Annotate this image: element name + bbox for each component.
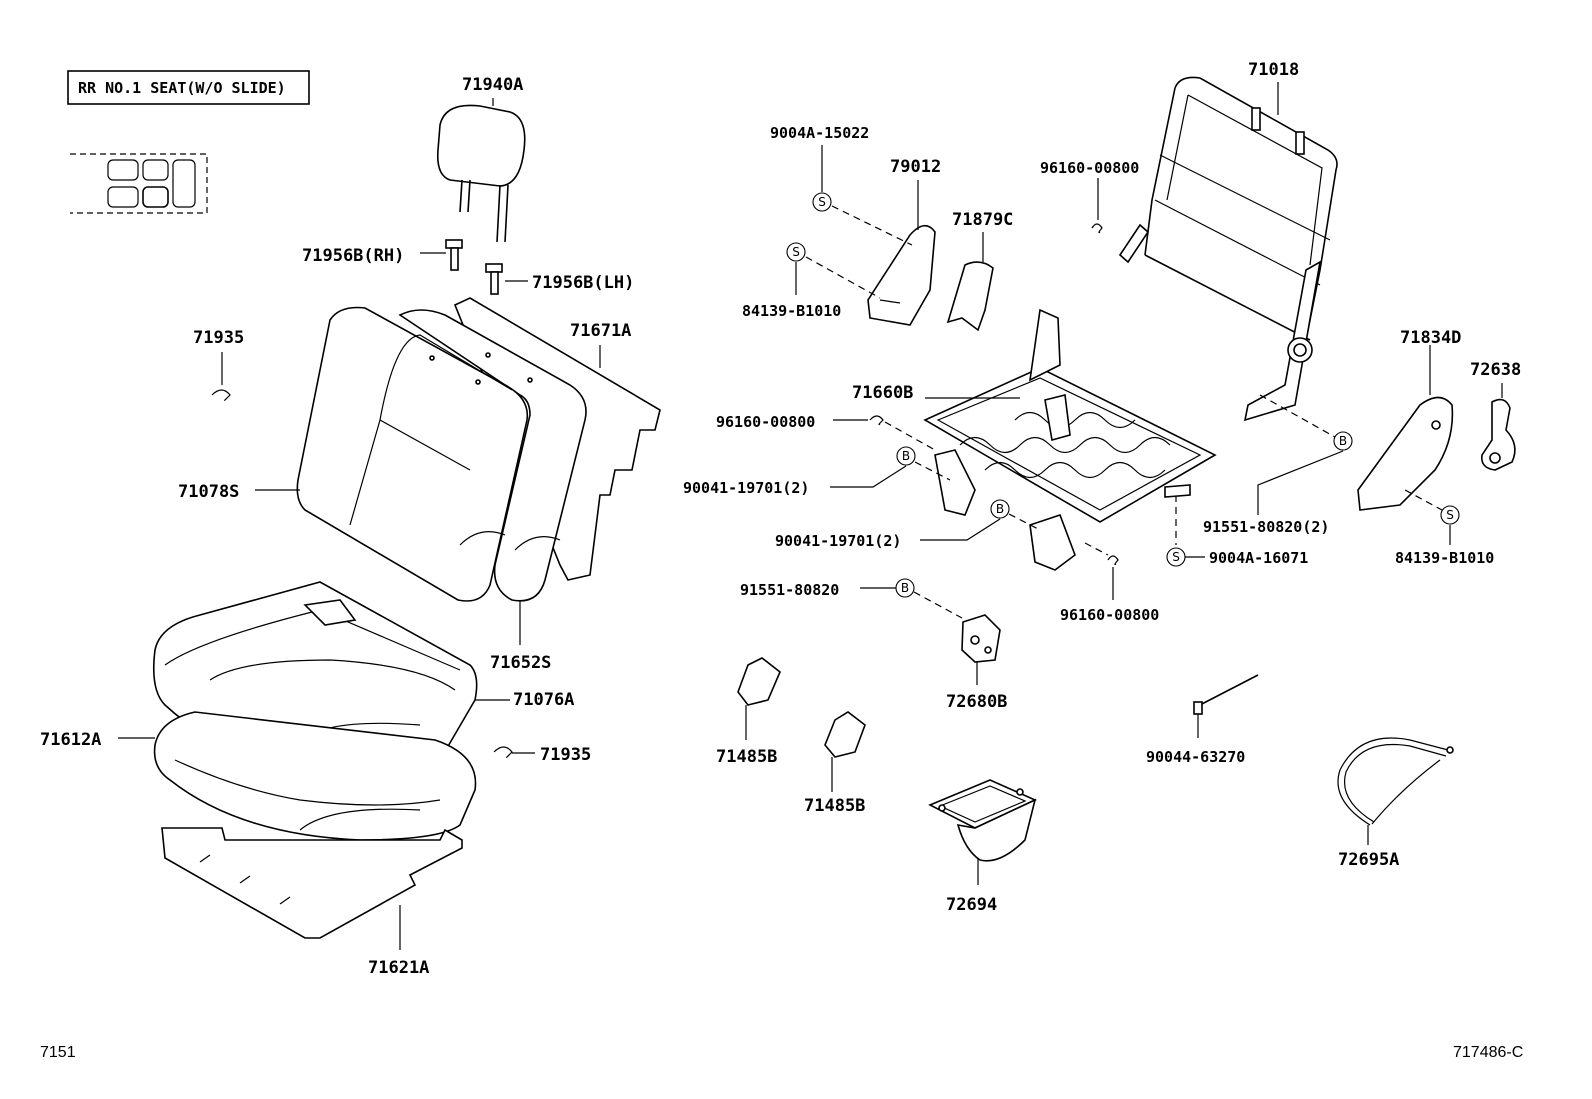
label-96160-00800-c: 96160-00800 [1060, 606, 1159, 624]
screw-84139-B1010-b: S [1404, 489, 1460, 545]
label-71660B: 71660B [852, 383, 913, 403]
label-90044-63270: 90044-63270 [1146, 748, 1245, 766]
label-71076A: 71076A [513, 690, 574, 710]
svg-text:S: S [792, 245, 800, 259]
seat-cushion-frame [923, 308, 1217, 571]
screw-9004A-15022: S [812, 145, 913, 246]
label-71935-a: 71935 [193, 328, 244, 348]
recliner-cover-71834D [1357, 345, 1454, 511]
label-71485B-b: 71485B [804, 796, 865, 816]
bolt-91551: B [860, 578, 963, 619]
label-71485B-a: 71485B [716, 747, 777, 767]
svg-text:B: B [1339, 434, 1347, 448]
tray-72694 [928, 779, 1037, 885]
cover-71485B-a [737, 657, 781, 740]
footer-left-code: 7151 [40, 1044, 76, 1061]
label-79012: 79012 [890, 157, 941, 177]
svg-text:S: S [1446, 508, 1454, 522]
label-71935-b: 71935 [540, 745, 591, 765]
svg-text:S: S [1172, 550, 1180, 564]
label-91551-80820-2: 91551-80820(2) [1203, 518, 1329, 536]
label-91551-80820: 91551-80820 [740, 581, 839, 599]
label-71078S: 71078S [178, 482, 239, 502]
seat-layout-icon [70, 153, 208, 214]
footer-right-code: 717486-C [1453, 1044, 1523, 1061]
hog-ring-b [493, 746, 535, 758]
cushion-base [161, 827, 463, 950]
ring-96160-a [1091, 178, 1103, 234]
label-72638: 72638 [1470, 360, 1521, 380]
label-71940A: 71940A [462, 75, 523, 95]
seatback-cover-front [255, 306, 561, 602]
cable-tie [1193, 674, 1259, 738]
headrest-support-rh [420, 239, 463, 271]
label-71671A: 71671A [570, 321, 631, 341]
label-71956B-RH: 71956B(RH) [302, 246, 404, 266]
seat-cushion-pad [118, 711, 477, 841]
label-96160-00800-b: 96160-00800 [716, 413, 815, 431]
svg-text:S: S [818, 195, 826, 209]
label-96160-00800-a: 96160-00800 [1040, 159, 1139, 177]
label-9004A-15022: 9004A-15022 [770, 124, 869, 142]
screw-9004A-16071: S [1164, 484, 1205, 567]
svg-text:B: B [996, 502, 1004, 516]
label-9004A-16071: 9004A-16071 [1209, 549, 1308, 567]
label-71621A: 71621A [368, 958, 429, 978]
label-71834D: 71834D [1400, 328, 1461, 348]
label-71956B-LH: 71956B(LH) [532, 273, 634, 293]
lock-72680B [961, 614, 1001, 685]
screw-84139-B1010-a: S [786, 242, 881, 299]
seatback-frame [1118, 76, 1338, 422]
bolt-90041-a: B [830, 446, 951, 488]
hinge-cover-79012 [867, 180, 936, 326]
variant-header-text: RR NO.1 SEAT(W/O SLIDE) [78, 79, 286, 97]
release-cable [1337, 737, 1454, 845]
recliner-cover-71879C [946, 232, 994, 332]
svg-text:B: B [902, 449, 910, 463]
bolt-90041-b: B [920, 499, 1041, 541]
label-84139-B1010-b: 84139-B1010 [1395, 549, 1494, 567]
bolt-91551-2: B [1257, 394, 1353, 515]
headrest-support-lh [485, 263, 528, 295]
label-90041-19701-a: 90041-19701(2) [683, 479, 809, 497]
label-71612A: 71612A [40, 730, 101, 750]
ring-96160-c [1084, 542, 1119, 600]
label-90041-19701-b: 90041-19701(2) [775, 532, 901, 550]
label-71879C: 71879C [952, 210, 1013, 230]
headrest [436, 98, 526, 243]
label-71018: 71018 [1248, 60, 1299, 80]
label-71652S: 71652S [490, 653, 551, 673]
lever-72638 [1480, 383, 1516, 471]
variant-header: RR NO.1 SEAT(W/O SLIDE) [67, 70, 310, 105]
label-84139-B1010-a: 84139-B1010 [742, 302, 841, 320]
label-72695A: 72695A [1338, 850, 1399, 870]
seatback-cover-back [398, 309, 587, 602]
cover-71485B-b [824, 711, 866, 792]
ring-96160-b [833, 415, 936, 451]
label-72680B: 72680B [946, 692, 1007, 712]
label-72694: 72694 [946, 895, 997, 915]
svg-text:B: B [901, 581, 909, 595]
hog-ring-a [211, 352, 231, 401]
